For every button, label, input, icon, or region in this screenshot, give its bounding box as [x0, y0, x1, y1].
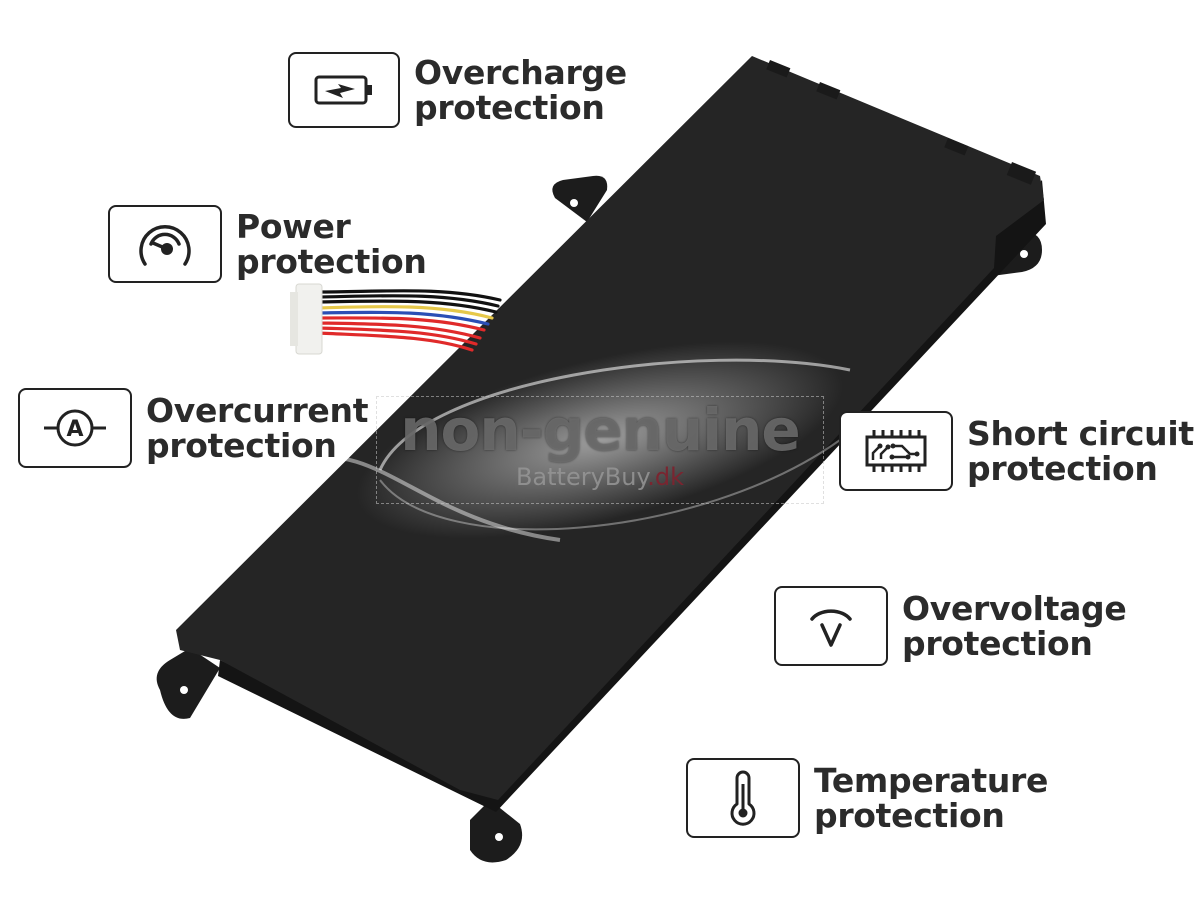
feature-subtitle: protection: [967, 449, 1158, 488]
feature-subtitle: protection: [414, 88, 605, 127]
feature-overcurrent: A Overcurrent protection: [18, 388, 368, 468]
svg-text:A: A: [66, 417, 83, 442]
battery-charge-icon: [288, 52, 400, 128]
watermark-brand-name: BatteryBuy: [515, 463, 648, 491]
feature-title: Overcurrent: [146, 391, 369, 430]
feature-overcharge: Overcharge protection: [288, 52, 627, 128]
feature-power: Power protection: [108, 205, 427, 283]
feature-subtitle: protection: [814, 796, 1005, 835]
feature-subtitle: protection: [902, 624, 1093, 663]
feature-overvoltage: Overvoltage protection: [774, 586, 1127, 666]
feature-label: Short circuit protection: [967, 416, 1194, 486]
thermometer-icon: [686, 758, 800, 838]
watermark-tld: .dk: [647, 463, 685, 491]
feature-label: Overcurrent protection: [146, 393, 368, 463]
feature-subtitle: protection: [146, 426, 337, 465]
feature-title: Temperature: [814, 761, 1049, 800]
watermark-brand: BatteryBuy.dk: [377, 463, 823, 491]
feature-title: Overcharge: [414, 53, 627, 92]
feature-subtitle: protection: [236, 242, 427, 281]
feature-label: Overvoltage protection: [902, 589, 1127, 663]
feature-title: Overvoltage: [902, 589, 1127, 628]
circuit-chip-icon: [839, 411, 953, 491]
ammeter-icon: A: [18, 388, 132, 468]
feature-label: Overcharge protection: [414, 55, 627, 125]
watermark: non-genuine BatteryBuy.dk: [376, 396, 824, 504]
gauge-icon: [108, 205, 222, 283]
feature-title: Power: [236, 207, 351, 246]
feature-label: Temperature protection: [814, 763, 1048, 833]
feature-title: Short circuit: [967, 414, 1194, 453]
voltmeter-icon: [774, 586, 888, 666]
feature-label: Power protection: [236, 209, 427, 279]
feature-temperature: Temperature protection: [686, 758, 1048, 838]
feature-short-circuit: Short circuit protection: [839, 411, 1194, 491]
watermark-main-text: non-genuine: [400, 396, 800, 464]
